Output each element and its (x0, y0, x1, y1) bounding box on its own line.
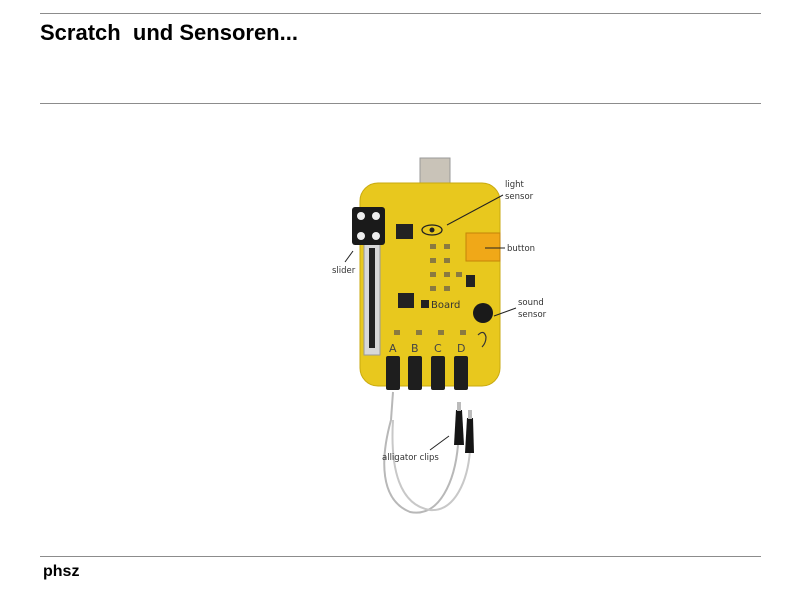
chip (396, 224, 413, 239)
alligator-clip (465, 418, 474, 453)
slide-title: Scratch und Sensoren... (40, 20, 298, 45)
label-alligator-clips: alligator clips (382, 453, 439, 463)
sound-sensor-mic (473, 303, 493, 323)
jack-a (386, 356, 400, 390)
label-sound-sensor-2: sensor (518, 310, 547, 320)
label-slider: slider (332, 266, 356, 276)
cable (391, 419, 471, 512)
title-rule (40, 103, 761, 104)
top-rule (40, 13, 761, 14)
jack-b (408, 356, 422, 390)
port-label-c: C (434, 342, 442, 355)
alligator-clip (454, 410, 464, 445)
label-sound-sensor: sound (518, 298, 544, 308)
jack-c (431, 356, 445, 390)
footer-logo-text: phsz (43, 563, 80, 580)
port-label-b: B (411, 342, 419, 355)
board-logo: Board (431, 300, 460, 311)
circuit-board (359, 182, 501, 387)
chip (466, 275, 475, 287)
label-light-sensor-2: sensor (505, 192, 534, 202)
jack-d (454, 356, 468, 390)
footer-rule (40, 556, 761, 557)
button-component (465, 232, 501, 262)
label-light-sensor: light (505, 180, 525, 190)
label-button: button (507, 244, 535, 254)
port-label-d: D (457, 342, 465, 355)
chip (398, 293, 414, 308)
cable (383, 391, 459, 514)
light-sensor-eye (421, 224, 443, 236)
slider-knob (352, 207, 385, 245)
port-label-a: A (389, 342, 397, 355)
